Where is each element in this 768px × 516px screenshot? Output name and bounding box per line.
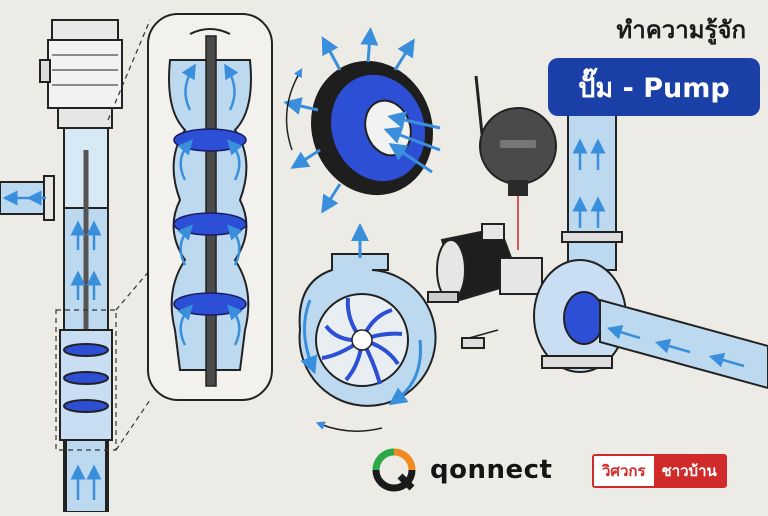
flow-arrows-centrifugal [572, 138, 745, 368]
vidsawakorn-tag: วิศวกร ชาวบ้าน [592, 454, 727, 488]
multistage-impeller-cutaway [147, 13, 273, 401]
tag-right-label: ชาวบ้าน [653, 456, 725, 486]
flow-arrows-vertical [2, 190, 102, 500]
callout-lines [55, 19, 151, 451]
impeller-flow-closeup [283, 27, 441, 214]
page-title: ทำความรู้จัก [616, 16, 746, 44]
centrifugal-pump-with-motor [427, 109, 768, 390]
iot-sensor-gateway [474, 75, 557, 250]
volute-casing-cutaway [298, 223, 437, 432]
topic-badge: ปั๊ม - Pump [548, 58, 760, 116]
qonnect-logo [372, 448, 416, 492]
vertical-turbine-pump-illustration [0, 19, 123, 513]
brand-name: qonnect [430, 455, 553, 485]
brand: qonnect [368, 448, 552, 492]
tag-left-label: วิศวกร [594, 456, 654, 486]
